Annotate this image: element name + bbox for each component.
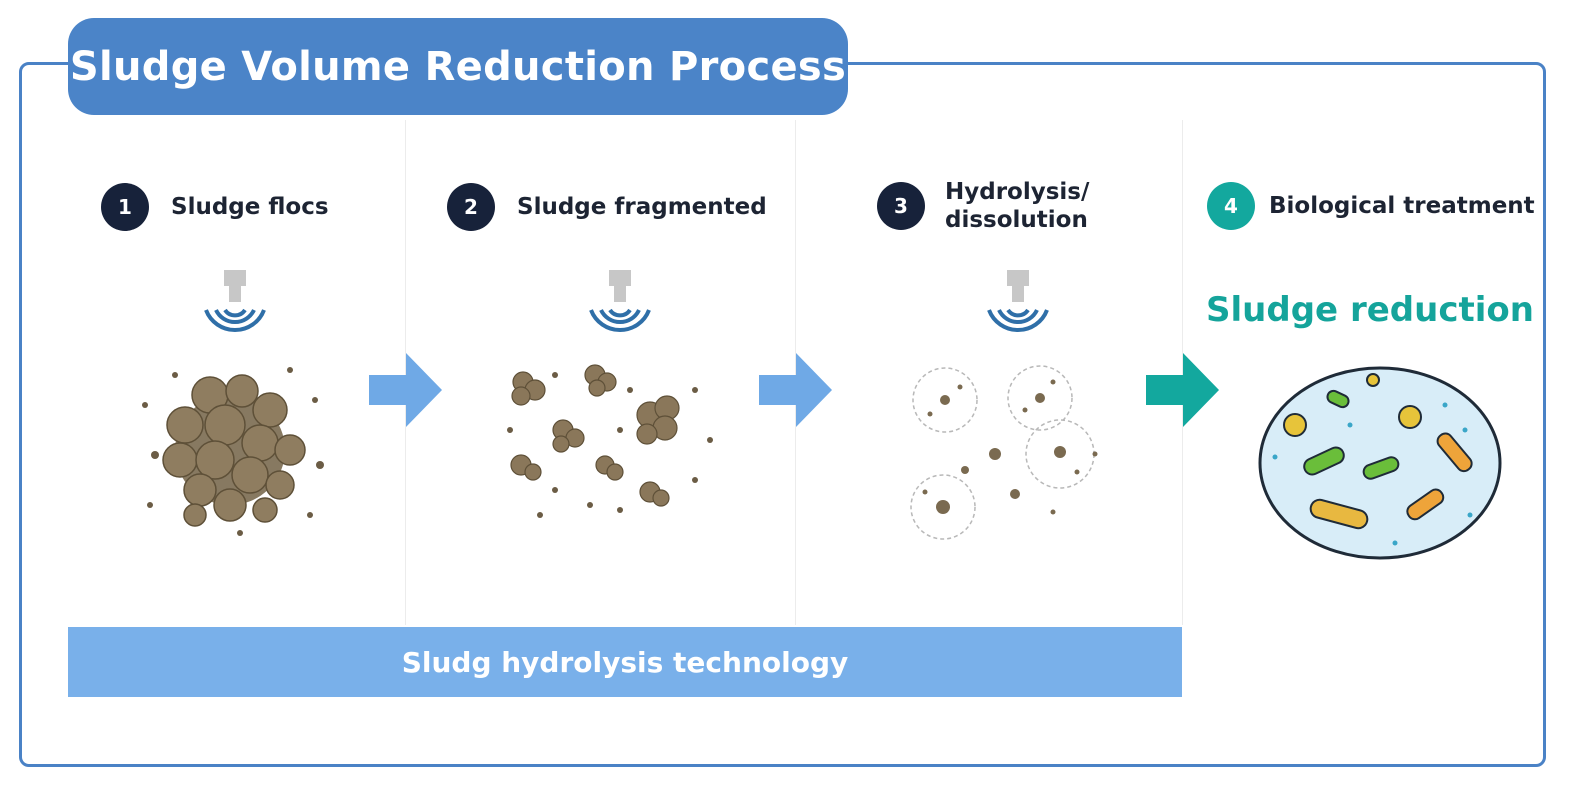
hydrolysis-technology-bar: Sludg hydrolysis technology	[68, 627, 1182, 697]
column-divider	[405, 120, 406, 625]
ultrasonic-emitter-icon	[589, 270, 651, 332]
step-3-header: 3 Hydrolysis/ dissolution	[877, 178, 1089, 234]
arrow-right-icon	[1146, 353, 1219, 427]
step-1-header: 1 Sludge flocs	[101, 183, 329, 231]
step-number-badge: 3	[877, 182, 925, 230]
ultrasonic-emitter-icon	[987, 270, 1049, 332]
step-label: Hydrolysis/ dissolution	[945, 179, 1090, 233]
arrow-right-icon	[369, 353, 442, 427]
page-title: Sludge Volume Reduction Process	[68, 18, 848, 115]
step-number-badge: 4	[1207, 182, 1255, 230]
sound-wave-icon	[589, 308, 651, 332]
step-number-badge: 2	[447, 183, 495, 231]
step-label: Sludge flocs	[171, 194, 329, 220]
column-divider	[1182, 120, 1183, 625]
arrow-right-icon	[759, 353, 832, 427]
step-2-header: 2 Sludge fragmented	[447, 183, 767, 231]
step-number-badge: 1	[101, 183, 149, 231]
step-label: Biological treatment	[1269, 193, 1535, 219]
sound-wave-icon	[987, 308, 1049, 332]
sound-wave-icon	[204, 308, 266, 332]
sludge-floc-cluster-image	[142, 367, 324, 536]
sludge-fragments-image	[507, 364, 713, 518]
column-divider	[795, 120, 796, 625]
step-4-header: 4 Biological treatment	[1207, 182, 1535, 230]
step-label: Sludge fragmented	[517, 194, 767, 220]
sludge-reduction-label: Sludge reduction	[1206, 290, 1534, 330]
ultrasonic-emitter-icon	[204, 270, 266, 332]
dissolution-image	[910, 365, 1098, 540]
biological-treatment-image	[1258, 366, 1502, 560]
